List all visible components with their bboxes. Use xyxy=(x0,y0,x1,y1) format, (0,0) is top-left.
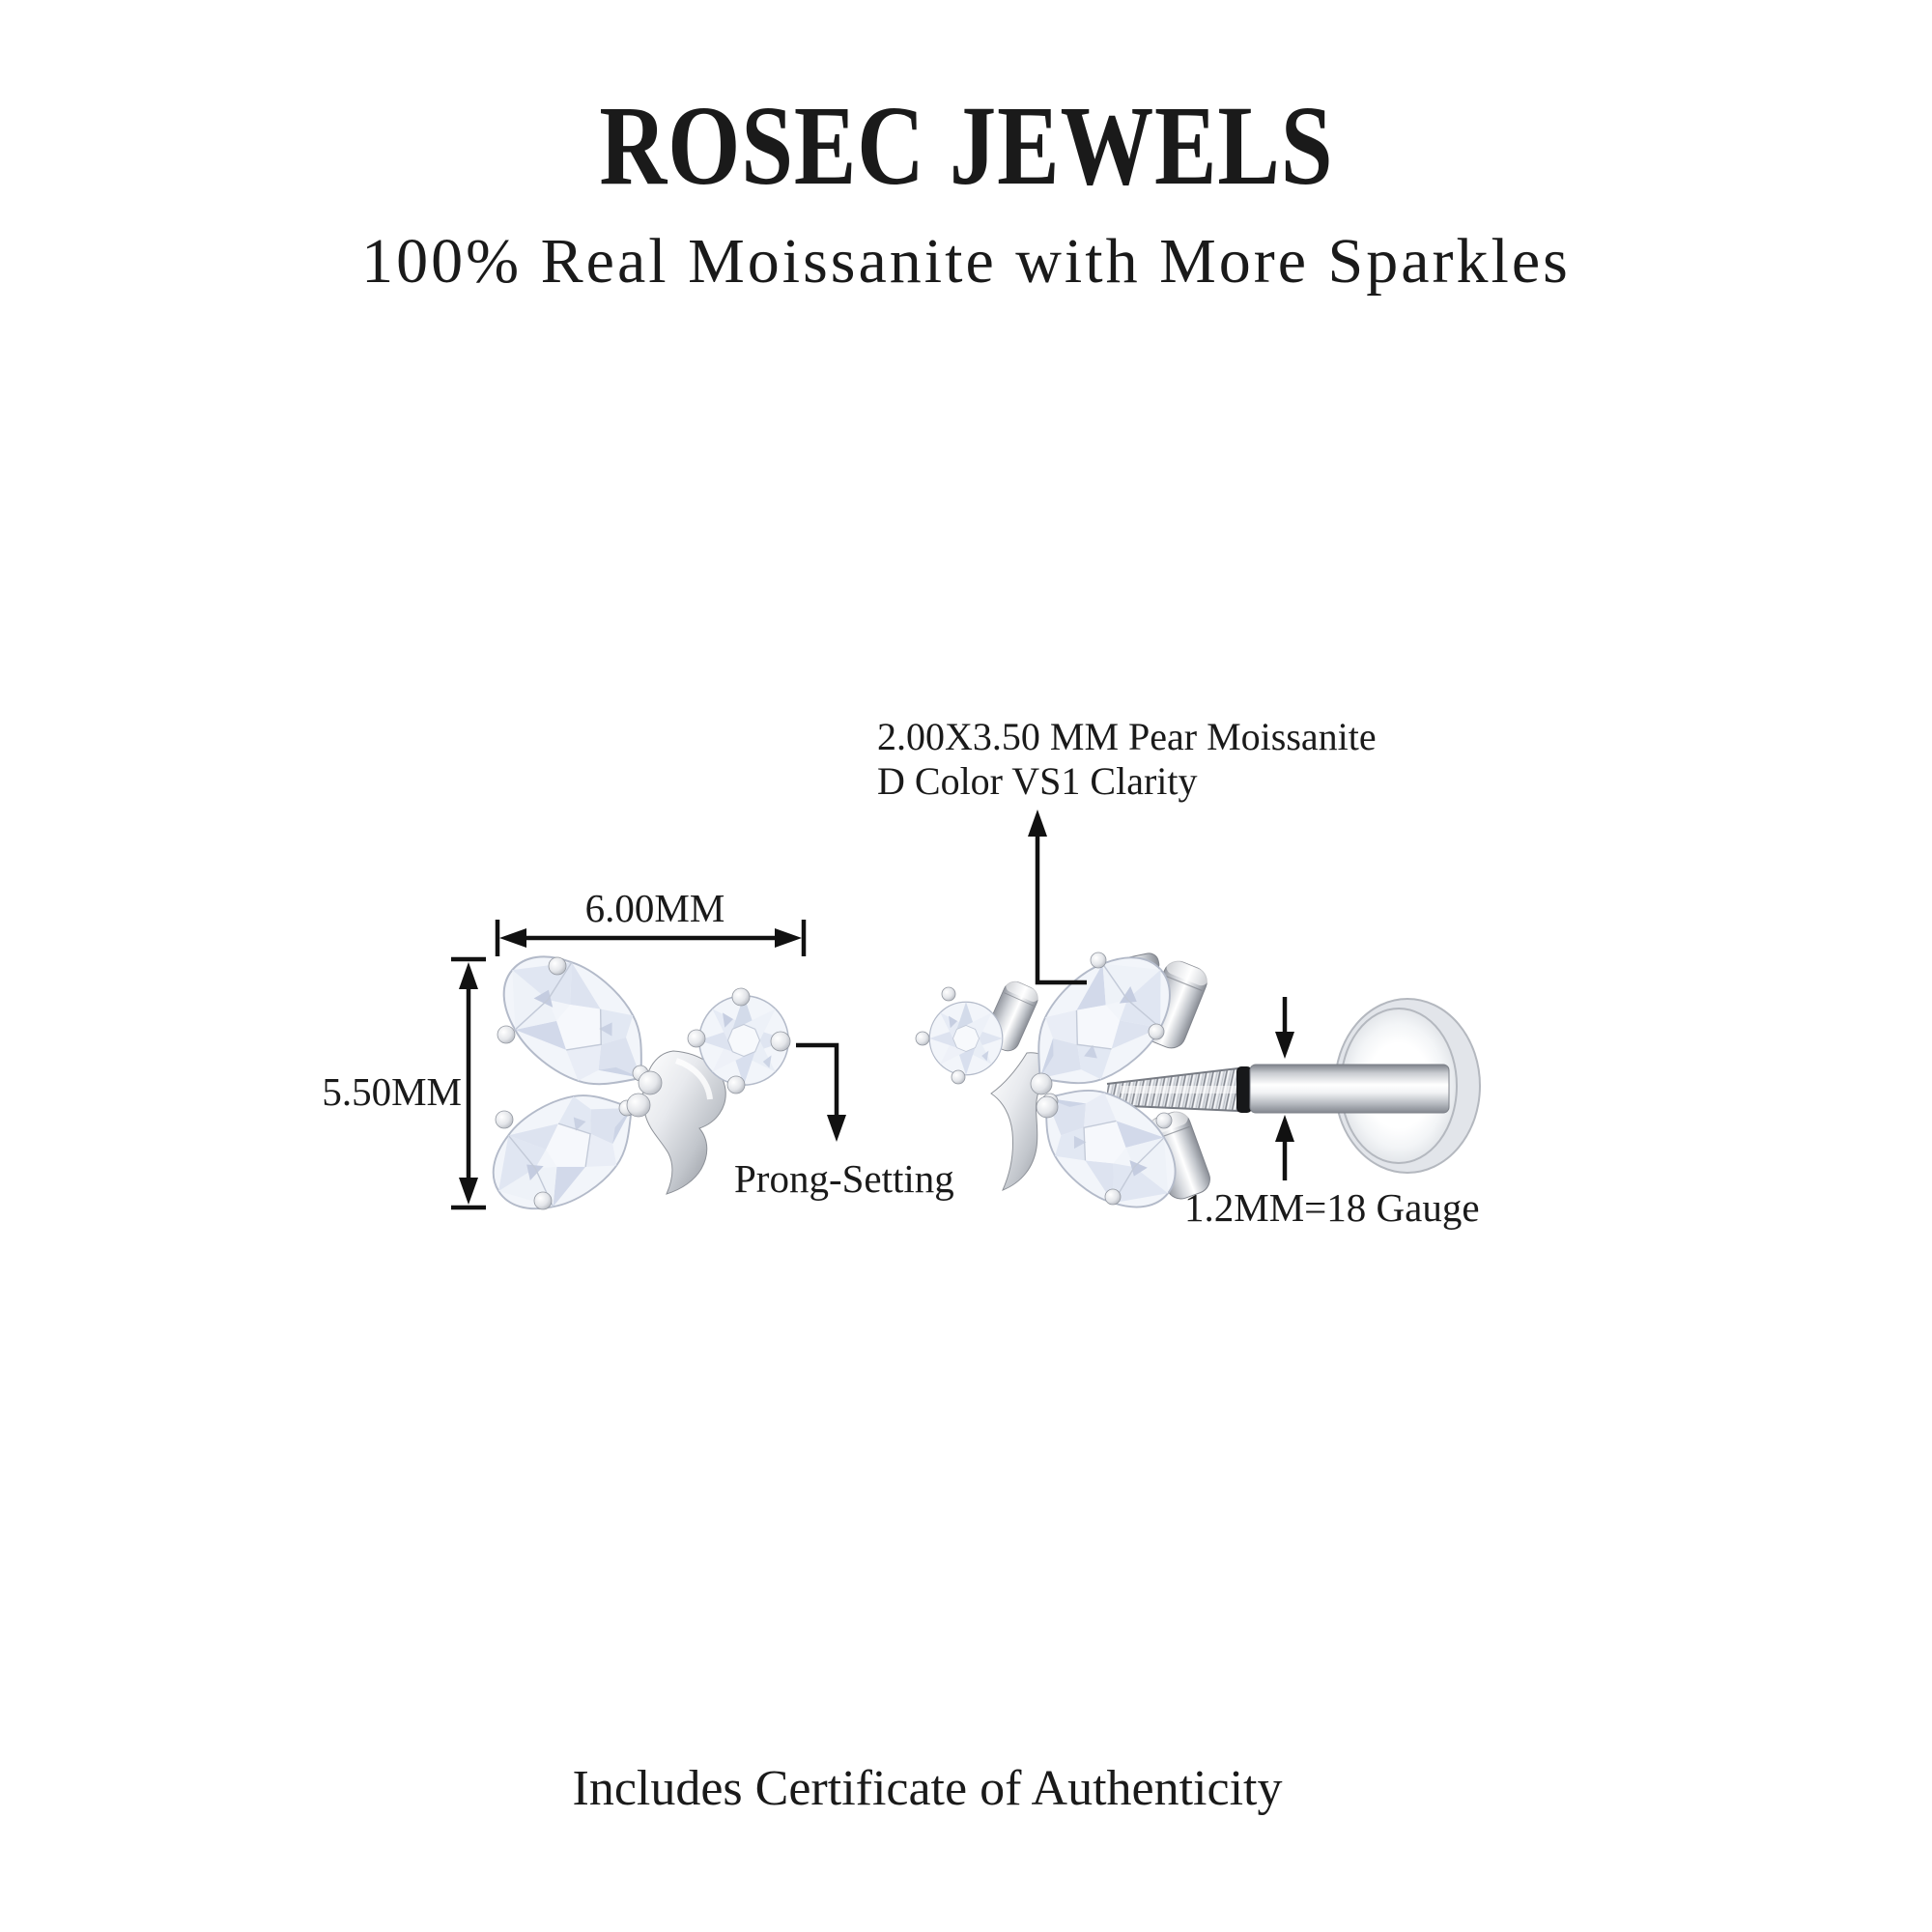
prong-setting-label: Prong-Setting xyxy=(734,1156,954,1201)
stone-callout-leader xyxy=(1035,833,1087,985)
prong-balls-side xyxy=(915,952,1173,1206)
stone-callout-line1: 2.00X3.50 MM Pear Moissanite xyxy=(877,715,1377,758)
height-dimension-label: 5.50MM xyxy=(322,1069,462,1114)
stone-callout: 2.00X3.50 MM Pear Moissanite D Color VS1… xyxy=(877,715,1377,804)
tagline: 100% Real Moissanite with More Sparkles xyxy=(361,226,1571,297)
post-bar xyxy=(1249,1064,1450,1114)
brand-title-text: ROSEC JEWELS xyxy=(599,82,1333,209)
prong-setting-leader xyxy=(796,1042,839,1115)
width-dimension-label: 6.00MM xyxy=(584,886,725,930)
width-dimension-line xyxy=(495,920,807,956)
post-o-ring xyxy=(1236,1066,1252,1113)
earring-side-illustration xyxy=(915,931,1482,1232)
height-dimension-line xyxy=(451,956,486,1210)
stone-callout-line2: D Color VS1 Clarity xyxy=(877,759,1198,803)
arrowheads xyxy=(459,810,1294,1205)
certificate-note: Includes Certificate of Authenticity xyxy=(572,1761,1283,1816)
gauge-label: 1.2MM=18 Gauge xyxy=(1184,1185,1480,1230)
earring-front-illustration xyxy=(471,930,791,1234)
brand-title: ROSEC JEWELS xyxy=(0,89,1932,203)
prong-balls-front xyxy=(495,956,791,1210)
